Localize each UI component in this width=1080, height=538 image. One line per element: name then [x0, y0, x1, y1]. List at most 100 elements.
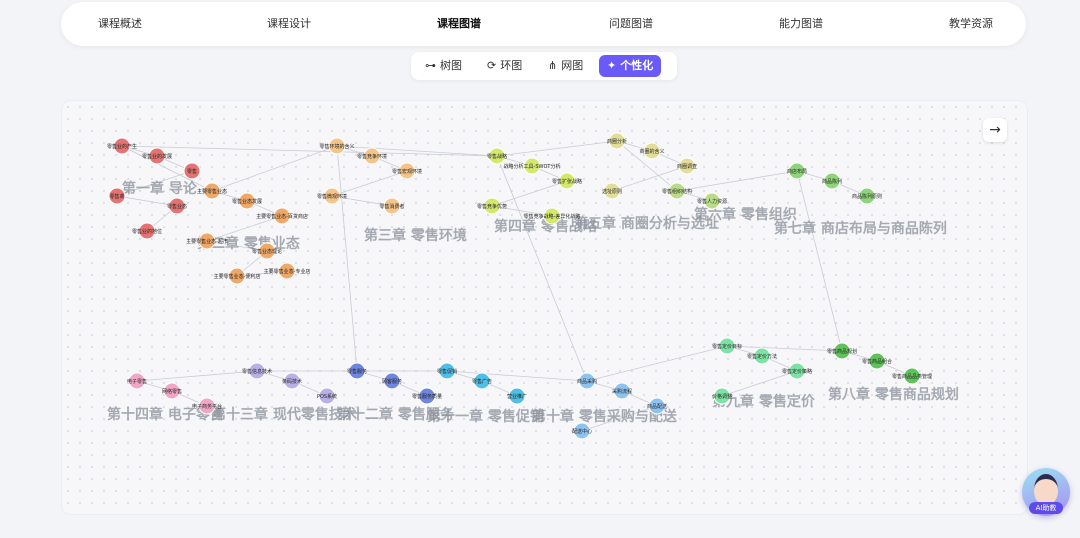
graph-node[interactable]: 商品配送	[647, 397, 667, 415]
graph-node[interactable]: 主要零售业态-百货商店	[256, 207, 308, 225]
graph-node-circle[interactable]	[608, 132, 626, 150]
graph-node-circle[interactable]	[248, 362, 266, 380]
graph-node[interactable]: 商品陈列	[822, 172, 842, 190]
graph-node[interactable]: 零售组织结构	[662, 182, 692, 200]
graph-node-circle[interactable]	[168, 197, 186, 215]
graph-node[interactable]: 主要零售业态	[197, 182, 227, 200]
graph-node[interactable]: POS系统	[317, 387, 337, 405]
graph-node[interactable]: 价格调整	[712, 387, 732, 405]
graph-node-circle[interactable]	[473, 372, 491, 390]
graph-node[interactable]: 电子商务平台	[192, 397, 222, 415]
graph-node-circle[interactable]	[228, 267, 246, 285]
graph-node[interactable]: 零售竞争优势	[477, 197, 507, 215]
graph-node-circle[interactable]	[573, 422, 591, 440]
graph-node[interactable]: 零售竞争环境	[357, 147, 387, 165]
view-network-button[interactable]: ⋔网图	[540, 55, 591, 77]
graph-node[interactable]: 零售	[183, 162, 201, 180]
graph-node-circle[interactable]	[438, 362, 456, 380]
graph-node[interactable]: 零售竞争战略-差异化战略	[524, 207, 581, 225]
tab-course-design[interactable]: 课程设计	[267, 17, 311, 30]
graph-node[interactable]: 战略分析工具-SWOT分析	[504, 157, 561, 175]
graph-node[interactable]: 零售定价目标	[712, 337, 742, 355]
graph-node-circle[interactable]	[383, 372, 401, 390]
graph-node[interactable]: 零售扩张战略	[552, 172, 582, 190]
tab-course-graph[interactable]: 课程图谱	[437, 2, 481, 46]
graph-node[interactable]: 零售广告	[472, 372, 492, 390]
graph-node[interactable]: 零售商品组合	[862, 352, 892, 370]
graph-node-circle[interactable]	[323, 187, 341, 205]
graph-node-circle[interactable]	[558, 172, 576, 190]
graph-node[interactable]: 营业推广	[507, 387, 527, 405]
graph-node-circle[interactable]	[283, 372, 301, 390]
graph-node[interactable]: 选址原则	[602, 182, 622, 200]
knowledge-graph-canvas[interactable]: 第一章 导论第二章 零售业态第三章 零售环境第四章 零售战略第五章 商圈分析与选…	[61, 100, 1028, 515]
graph-node-circle[interactable]	[108, 187, 126, 205]
graph-node-circle[interactable]	[903, 367, 921, 385]
graph-node-circle[interactable]	[668, 182, 686, 200]
graph-node-circle[interactable]	[328, 137, 346, 155]
graph-node[interactable]: 商圈分析	[607, 132, 627, 150]
graph-node[interactable]: 零售战略	[487, 147, 507, 165]
tab-teaching-resources[interactable]: 教学资源	[949, 17, 993, 30]
graph-node[interactable]: 顾客服务	[382, 372, 402, 390]
graph-node[interactable]: 采购流程	[612, 382, 632, 400]
graph-node-circle[interactable]	[833, 342, 851, 360]
graph-node-circle[interactable]	[203, 182, 221, 200]
tab-course-overview[interactable]: 课程概述	[98, 17, 142, 30]
graph-node-circle[interactable]	[603, 182, 621, 200]
graph-node-circle[interactable]	[523, 157, 541, 175]
graph-node-circle[interactable]	[198, 232, 216, 250]
graph-node-circle[interactable]	[278, 262, 296, 280]
graph-node-circle[interactable]	[488, 147, 506, 165]
graph-node[interactable]: 零售业的地位	[132, 222, 162, 240]
next-arrow-button[interactable]: →	[983, 118, 1007, 142]
graph-node[interactable]: 零售商	[108, 187, 126, 205]
view-ring-button[interactable]: ⟳环图	[479, 55, 530, 77]
graph-node[interactable]: 零售促销	[437, 362, 457, 380]
graph-node-circle[interactable]	[753, 347, 771, 365]
graph-node[interactable]: 商圈的含义	[639, 142, 665, 160]
graph-node[interactable]: 零售人力资源	[697, 192, 727, 210]
graph-node-circle[interactable]	[238, 192, 256, 210]
graph-node[interactable]: 零售业态理论	[252, 242, 282, 260]
graph-node[interactable]: 零售服务质量	[412, 387, 442, 405]
graph-node-circle[interactable]	[703, 192, 721, 210]
graph-node[interactable]: 电子零售	[127, 372, 147, 390]
graph-node-circle[interactable]	[183, 162, 201, 180]
graph-node-circle[interactable]	[128, 372, 146, 390]
graph-node-circle[interactable]	[258, 242, 276, 260]
graph-node[interactable]: 网络零售	[162, 382, 182, 400]
graph-node[interactable]: 零售商品品类管理	[892, 367, 932, 385]
graph-node-circle[interactable]	[868, 352, 886, 370]
graph-node-circle[interactable]	[648, 397, 666, 415]
graph-node-circle[interactable]	[858, 187, 876, 205]
graph-node-circle[interactable]	[788, 162, 806, 180]
graph-node-circle[interactable]	[383, 197, 401, 215]
tab-problem-graph[interactable]: 问题图谱	[609, 17, 653, 30]
graph-node[interactable]: 零售商品规划	[827, 342, 857, 360]
graph-node-circle[interactable]	[823, 172, 841, 190]
graph-node[interactable]: 配送中心	[572, 422, 592, 440]
graph-node-circle[interactable]	[113, 137, 131, 155]
graph-node[interactable]: 主要零售业态-超市	[186, 232, 228, 250]
graph-node-circle[interactable]	[348, 362, 366, 380]
graph-node-circle[interactable]	[788, 362, 806, 380]
graph-node[interactable]: 零售业的发展	[142, 147, 172, 165]
view-personalized-button[interactable]: ✦个性化	[599, 55, 662, 77]
graph-node-circle[interactable]	[273, 207, 291, 225]
graph-node-circle[interactable]	[483, 197, 501, 215]
graph-node-circle[interactable]	[543, 207, 561, 225]
graph-node-circle[interactable]	[643, 142, 661, 160]
graph-node-circle[interactable]	[398, 162, 416, 180]
graph-node-circle[interactable]	[138, 222, 156, 240]
graph-node[interactable]: 主要零售业态-便利店	[214, 267, 261, 285]
graph-node-circle[interactable]	[418, 387, 436, 405]
graph-node-circle[interactable]	[613, 382, 631, 400]
graph-node[interactable]: 零售环境的含义	[319, 137, 355, 155]
graph-node-circle[interactable]	[713, 387, 731, 405]
graph-node[interactable]: 零售定价策略	[782, 362, 812, 380]
graph-node[interactable]: 商店布局	[787, 162, 807, 180]
graph-node[interactable]: 零售消费者	[379, 197, 405, 215]
graph-node-circle[interactable]	[318, 387, 336, 405]
graph-node[interactable]: 商圈调查	[677, 157, 697, 175]
